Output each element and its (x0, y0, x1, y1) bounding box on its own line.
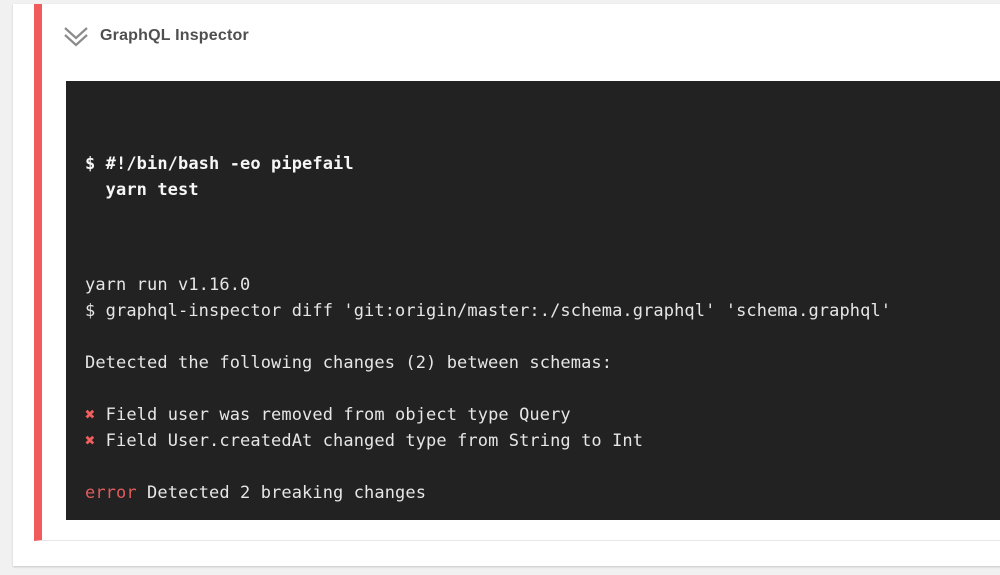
terminal-line: Detected the following changes (2) betwe… (85, 353, 613, 373)
terminal-line (85, 376, 1000, 402)
terminal-line: ✖ Field user was removed from object typ… (85, 405, 571, 425)
terminal-output: $ #!/bin/bash -eo pipefail yarn test yar… (66, 81, 1000, 520)
terminal-line: yarn run v1.16.0 (85, 275, 251, 295)
terminal-line: error Detected 2 breaking changes (85, 483, 427, 503)
terminal-line (85, 324, 1000, 350)
terminal-line: $ #!/bin/bash -eo pipefail (85, 154, 354, 174)
terminal-line: yarn test (85, 180, 199, 200)
terminal-log-block: yarn run v1.16.0 $ graphql-inspector diff… (85, 272, 1000, 520)
step-title: GraphQL Inspector (100, 27, 249, 44)
terminal-command-block: $ #!/bin/bash -eo pipefail yarn test (85, 151, 1000, 203)
terminal-line (85, 506, 1000, 520)
terminal-line: $ graphql-inspector diff 'git:origin/mas… (85, 301, 892, 321)
terminal-line: ✖ Field User.createdAt changed type from… (85, 431, 644, 451)
step-header[interactable]: GraphQL Inspector (42, 4, 1000, 48)
collapse-chevron-icon[interactable] (62, 24, 90, 48)
build-step-card: GraphQL Inspector $ #!/bin/bash -eo pipe… (13, 4, 1000, 566)
build-step-section: GraphQL Inspector $ #!/bin/bash -eo pipe… (34, 4, 1000, 541)
terminal-line (85, 454, 1000, 480)
